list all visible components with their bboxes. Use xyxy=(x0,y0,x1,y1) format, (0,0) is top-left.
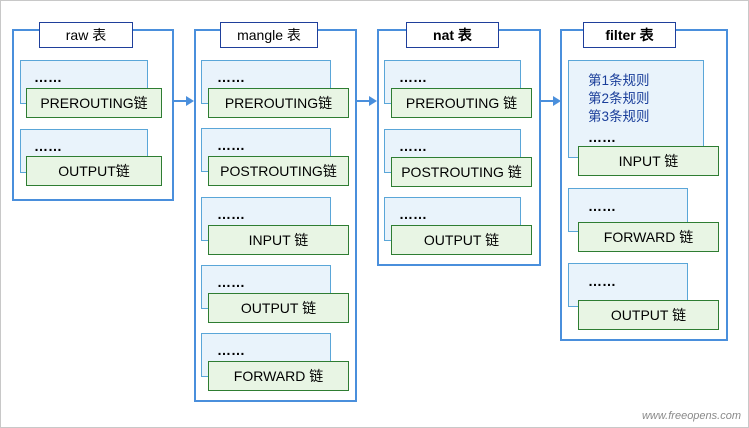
filter-chain-dots-3: …… xyxy=(588,273,616,289)
mangle-chain-postrouting: POSTROUTING链 xyxy=(208,156,349,186)
mangle-chain-dots-4: …… xyxy=(217,274,245,290)
arrow-nat-to-filter xyxy=(541,96,561,106)
mangle-chain-forward: FORWARD 链 xyxy=(208,361,349,391)
footer-watermark: www.freeopens.com xyxy=(641,410,741,422)
nat-chain-prerouting: PREROUTING 链 xyxy=(391,88,532,118)
mangle-chain-dots-1: …… xyxy=(217,69,245,85)
raw-chain-dots-1: …… xyxy=(34,69,62,85)
mangle-chain-input: INPUT 链 xyxy=(208,225,349,255)
filter-chain-forward: FORWARD 链 xyxy=(578,222,719,252)
mangle-table-title: mangle 表 xyxy=(220,22,318,48)
arrow-raw-to-mangle xyxy=(174,96,194,106)
filter-rules-bg xyxy=(568,60,704,158)
mangle-chain-dots-2: …… xyxy=(217,137,245,153)
arrow-mangle-to-nat xyxy=(357,96,377,106)
filter-rule-2: 第2条规则 xyxy=(588,91,650,106)
nat-chain-output: OUTPUT 链 xyxy=(391,225,532,255)
filter-chain-input: INPUT 链 xyxy=(578,146,719,176)
mangle-chain-prerouting: PREROUTING链 xyxy=(208,88,349,118)
raw-table-title: raw 表 xyxy=(39,22,133,48)
mangle-chain-dots-5: …… xyxy=(217,342,245,358)
filter-chain-dots-1: …… xyxy=(588,129,616,145)
nat-chain-dots-1: …… xyxy=(399,69,427,85)
filter-rule-3: 第3条规则 xyxy=(588,109,650,124)
filter-chain-bg-3 xyxy=(568,263,688,307)
filter-table-title: filter 表 xyxy=(583,22,676,48)
nat-table-title: nat 表 xyxy=(406,22,499,48)
nat-chain-postrouting: POSTROUTING 链 xyxy=(391,157,532,187)
filter-chain-output: OUTPUT 链 xyxy=(578,300,719,330)
mangle-chain-output: OUTPUT 链 xyxy=(208,293,349,323)
filter-rules-list: 第1条规则 第2条规则 第3条规则 xyxy=(588,72,650,126)
raw-chain-output: OUTPUT链 xyxy=(26,156,162,186)
nat-chain-dots-2: …… xyxy=(399,138,427,154)
raw-chain-prerouting: PREROUTING链 xyxy=(26,88,162,118)
nat-chain-dots-3: …… xyxy=(399,206,427,222)
filter-chain-dots-2: …… xyxy=(588,198,616,214)
filter-rule-1: 第1条规则 xyxy=(588,73,650,88)
raw-chain-dots-2: …… xyxy=(34,138,62,154)
mangle-chain-dots-3: …… xyxy=(217,206,245,222)
